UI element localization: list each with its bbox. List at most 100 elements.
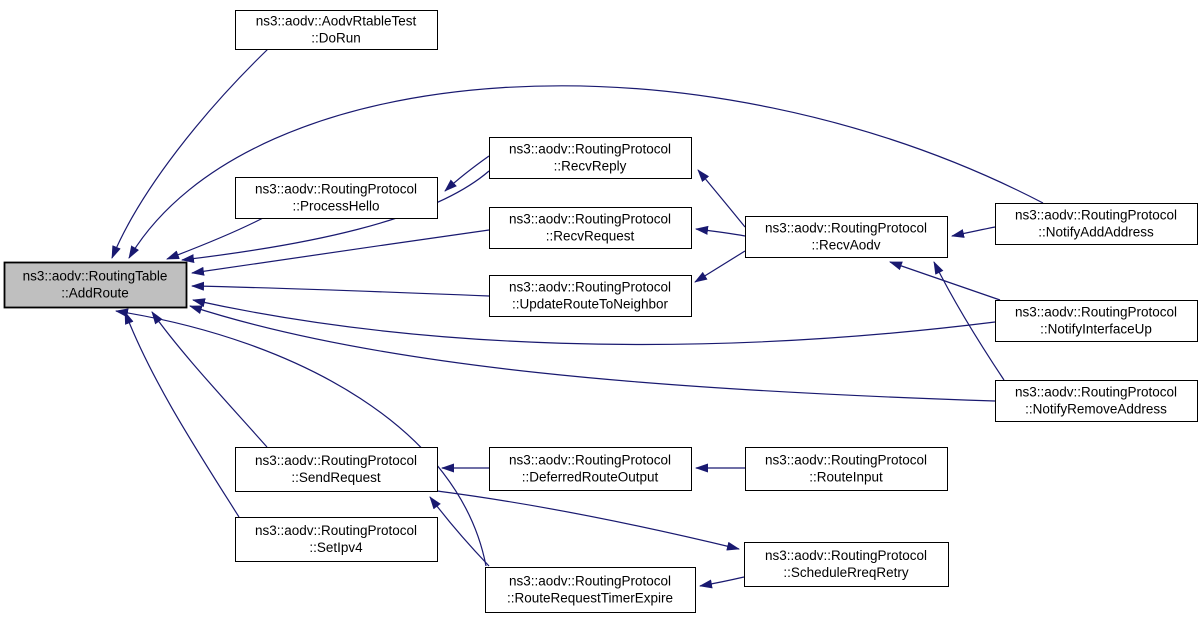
node-label-line: ns3::aodv::AodvRtableTest: [256, 14, 417, 29]
node-box-NotifyInterfaceUp[interactable]: [995, 300, 1198, 342]
edge-RecvReply-to-ProcessHello: [444, 155, 490, 192]
node-box-ProcessHello[interactable]: [235, 177, 438, 219]
nodes-layer: ns3::aodv::AodvRtableTest::DoRunns3::aod…: [3, 10, 1198, 613]
node-label-line: ::NotifyRemoveAddress: [1025, 402, 1167, 417]
node-label-line: ns3::aodv::RoutingProtocol: [1015, 208, 1177, 223]
node-box-DoRun[interactable]: [235, 10, 438, 50]
node-label-RouteInput: ns3::aodv::RoutingProtocol::RouteInput: [765, 453, 927, 485]
node-label-line: ::SendRequest: [291, 470, 381, 485]
edge-NotifyAddAddress-to-RecvAodv: [951, 226, 996, 238]
edge-RecvAodv-to-UpdateRouteToNeighbor: [694, 250, 746, 283]
node-label-SetIpv4: ns3::aodv::RoutingProtocol::SetIpv4: [255, 523, 417, 555]
node-box-RouteInput[interactable]: [745, 447, 948, 491]
edge-NotifyRemoveAddress-to-RecvAodv: [933, 261, 1005, 381]
node-label-line: ns3::aodv::RoutingProtocol: [765, 548, 927, 563]
node-label-line: ns3::aodv::RoutingProtocol: [1015, 305, 1177, 320]
edge-SetIpv4-to-AddRoute: [124, 311, 240, 518]
node-label-SendRequest: ns3::aodv::RoutingProtocol::SendRequest: [255, 453, 417, 485]
node-AddRoute: ns3::aodv::RoutingTable::AddRoute: [3, 261, 188, 309]
node-NotifyInterfaceUp[interactable]: ns3::aodv::RoutingProtocol::NotifyInterf…: [995, 300, 1198, 342]
node-label-line: ::RouteRequestTimerExpire: [507, 591, 673, 606]
node-label-RecvRequest: ns3::aodv::RoutingProtocol::RecvRequest: [509, 212, 671, 244]
edge-ProcessHello-to-AddRoute: [166, 217, 264, 260]
node-SetIpv4[interactable]: ns3::aodv::RoutingProtocol::SetIpv4: [235, 517, 438, 562]
node-box-SetIpv4[interactable]: [235, 517, 438, 562]
node-box-RecvReply[interactable]: [489, 137, 692, 179]
node-RecvReply[interactable]: ns3::aodv::RoutingProtocol::RecvReply: [489, 137, 692, 179]
node-RouteInput[interactable]: ns3::aodv::RoutingProtocol::RouteInput: [745, 447, 948, 491]
node-NotifyRemoveAddress[interactable]: ns3::aodv::RoutingProtocol::NotifyRemove…: [995, 380, 1198, 422]
node-label-line: ns3::aodv::RoutingProtocol: [255, 182, 417, 197]
edge-NotifyAddAddress-to-AddRoute: [128, 85, 1044, 259]
node-label-line: ::DoRun: [311, 31, 361, 46]
node-DeferredRouteOutput[interactable]: ns3::aodv::RoutingProtocol::DeferredRout…: [489, 447, 692, 491]
edge-RecvRequest-to-AddRoute: [191, 229, 490, 276]
node-ScheduleRreqRetry[interactable]: ns3::aodv::RoutingProtocol::ScheduleRreq…: [744, 542, 949, 587]
node-label-ProcessHello: ns3::aodv::RoutingProtocol::ProcessHello: [255, 182, 417, 214]
node-box-RecvAodv[interactable]: [745, 216, 948, 258]
node-UpdateRouteToNeighbor[interactable]: ns3::aodv::RoutingProtocol::UpdateRouteT…: [489, 275, 692, 317]
node-box-RecvRequest[interactable]: [489, 207, 692, 249]
node-label-line: ns3::aodv::RoutingProtocol: [1015, 385, 1177, 400]
node-label-UpdateRouteToNeighbor: ns3::aodv::RoutingProtocol::UpdateRouteT…: [509, 280, 671, 312]
node-label-AddRoute: ns3::aodv::RoutingTable::AddRoute: [23, 269, 168, 301]
node-SendRequest[interactable]: ns3::aodv::RoutingProtocol::SendRequest: [235, 447, 438, 492]
node-box-DeferredRouteOutput[interactable]: [489, 447, 692, 491]
edge-DoRun-to-AddRoute: [111, 48, 269, 259]
node-label-line: ns3::aodv::RoutingProtocol: [765, 221, 927, 236]
edge-UpdateRouteToNeighbor-to-AddRoute: [191, 281, 490, 297]
node-label-line: ns3::aodv::RoutingProtocol: [509, 142, 671, 157]
edge-RouteRequestTimerExpire-to-AddRoute: [115, 308, 487, 567]
edge-SendRequest-to-AddRoute: [151, 311, 268, 448]
node-label-line: ns3::aodv::RoutingProtocol: [255, 523, 417, 538]
node-label-line: ::RecvRequest: [546, 229, 635, 244]
edge-NotifyRemoveAddress-to-AddRoute: [189, 305, 996, 402]
edge-RecvAodv-to-RecvReply: [697, 169, 746, 228]
edges-layer: [111, 48, 1044, 589]
node-DoRun[interactable]: ns3::aodv::AodvRtableTest::DoRun: [235, 10, 438, 50]
node-label-line: ::NotifyAddAddress: [1038, 225, 1154, 240]
node-label-line: ns3::aodv::RoutingTable: [23, 269, 168, 284]
edge-NotifyInterfaceUp-to-AddRoute: [192, 298, 996, 346]
node-label-line: ::ScheduleRreqRetry: [783, 565, 909, 580]
node-label-ScheduleRreqRetry: ns3::aodv::RoutingProtocol::ScheduleRreq…: [765, 548, 927, 580]
node-RecvAodv[interactable]: ns3::aodv::RoutingProtocol::RecvAodv: [745, 216, 948, 258]
node-box-UpdateRouteToNeighbor[interactable]: [489, 275, 692, 317]
node-label-line: ::NotifyInterfaceUp: [1040, 322, 1152, 337]
node-label-line: ::ProcessHello: [292, 199, 379, 214]
node-RouteRequestTimerExpire[interactable]: ns3::aodv::RoutingProtocol::RouteRequest…: [485, 567, 696, 613]
node-label-line: ::RouteInput: [809, 470, 883, 485]
node-label-line: ns3::aodv::RoutingProtocol: [509, 212, 671, 227]
node-box-AddRoute: [3, 261, 188, 309]
node-box-NotifyAddAddress[interactable]: [995, 203, 1198, 245]
node-box-NotifyRemoveAddress[interactable]: [995, 380, 1198, 422]
edge-SendRequest-to-ScheduleRreqRetry: [436, 490, 740, 551]
edge-NotifyInterfaceUp-to-RecvAodv: [889, 261, 1001, 301]
node-label-line: ns3::aodv::RoutingProtocol: [765, 453, 927, 468]
node-label-NotifyAddAddress: ns3::aodv::RoutingProtocol::NotifyAddAdd…: [1015, 208, 1177, 240]
node-box-RouteRequestTimerExpire[interactable]: [485, 567, 696, 613]
edge-RecvReply-to-AddRoute: [181, 170, 490, 264]
edge-RecvAodv-to-RecvRequest: [695, 225, 746, 237]
edge-ScheduleRreqRetry-to-RouteRequestTimerExpire: [699, 576, 745, 589]
node-RecvRequest[interactable]: ns3::aodv::RoutingProtocol::RecvRequest: [489, 207, 692, 249]
edge-RouteRequestTimerExpire-to-SendRequest: [429, 496, 490, 567]
node-label-RouteRequestTimerExpire: ns3::aodv::RoutingProtocol::RouteRequest…: [507, 574, 673, 606]
node-label-line: ns3::aodv::RoutingProtocol: [255, 453, 417, 468]
node-ProcessHello[interactable]: ns3::aodv::RoutingProtocol::ProcessHello: [235, 177, 438, 219]
node-box-SendRequest[interactable]: [235, 447, 438, 492]
node-label-line: ::RecvReply: [554, 159, 627, 174]
node-label-line: ::UpdateRouteToNeighbor: [512, 297, 669, 312]
node-label-RecvReply: ns3::aodv::RoutingProtocol::RecvReply: [509, 142, 671, 174]
node-label-line: ::AddRoute: [61, 286, 129, 301]
node-label-line: ns3::aodv::RoutingProtocol: [509, 453, 671, 468]
node-label-line: ::SetIpv4: [309, 540, 363, 555]
node-label-DoRun: ns3::aodv::AodvRtableTest::DoRun: [256, 14, 417, 46]
node-NotifyAddAddress[interactable]: ns3::aodv::RoutingProtocol::NotifyAddAdd…: [995, 203, 1198, 245]
node-label-line: ::RecvAodv: [811, 238, 880, 253]
node-label-NotifyInterfaceUp: ns3::aodv::RoutingProtocol::NotifyInterf…: [1015, 305, 1177, 337]
node-box-ScheduleRreqRetry[interactable]: [744, 542, 949, 587]
node-label-line: ::DeferredRouteOutput: [522, 470, 659, 485]
